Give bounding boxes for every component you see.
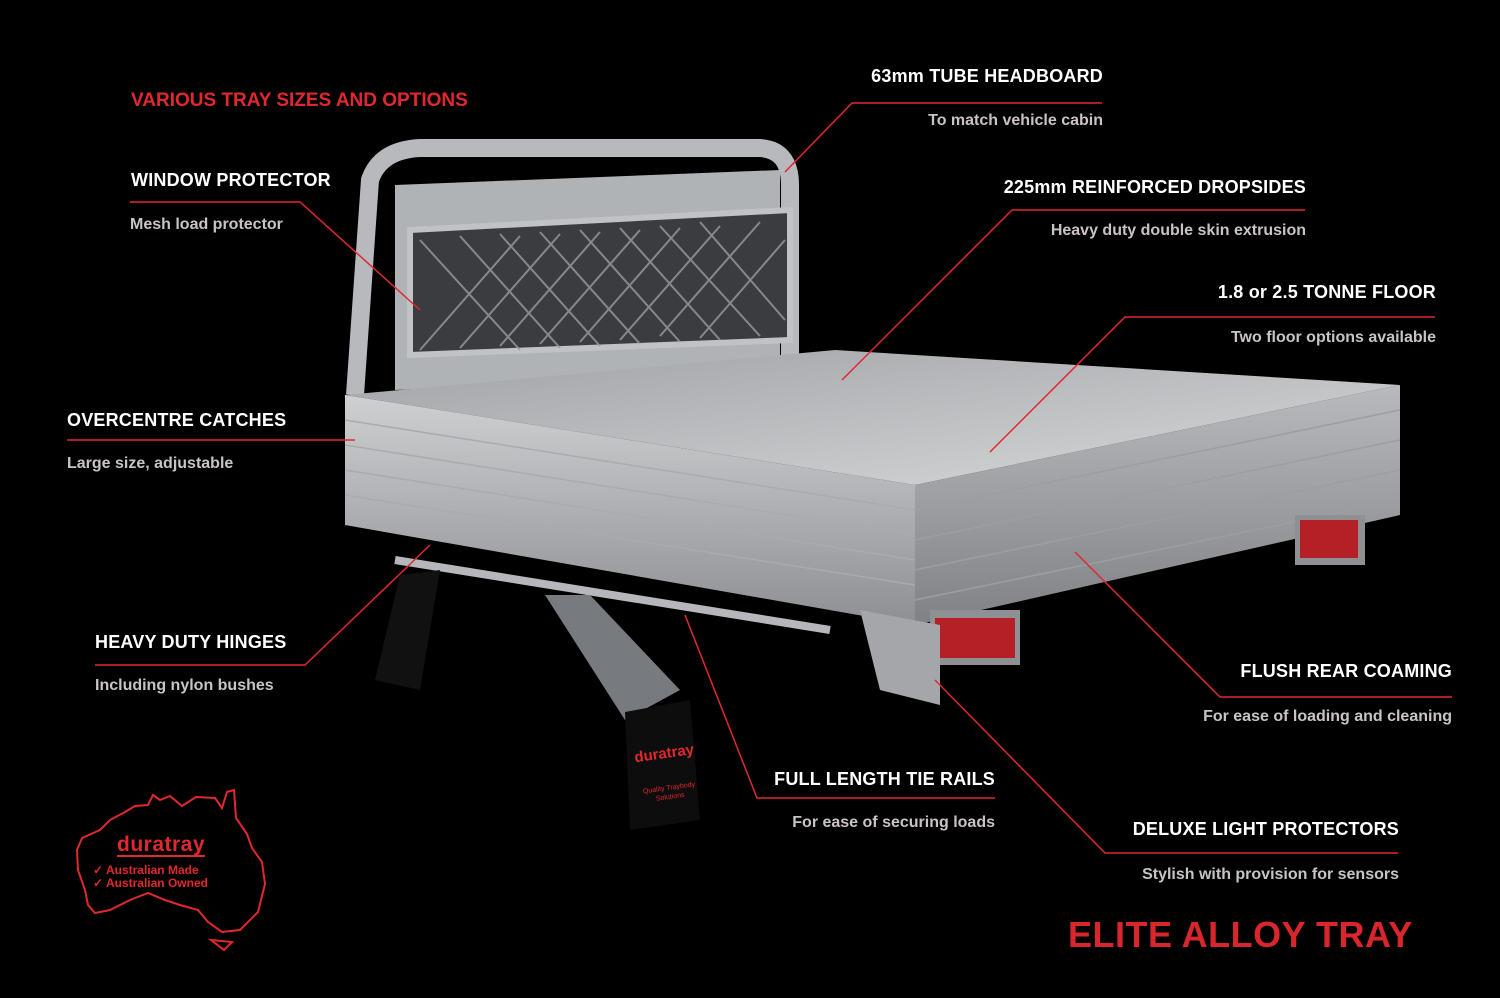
badge-line-made: Australian Made [105, 863, 199, 877]
badge-brand: duratray [117, 833, 206, 857]
feature-window-protector: WINDOW PROTECTOR Mesh load protector [130, 170, 331, 234]
feature-subtitle: Large size, adjustable [67, 455, 234, 472]
feature-rear-coaming: FLUSH REAR COAMING For ease of loading a… [1150, 661, 1452, 726]
leader-tie-rails [684, 614, 995, 799]
feature-floor: 1.8 or 2.5 TONNE FLOOR Two floor options… [1150, 282, 1436, 347]
feature-title: WINDOW PROTECTOR [131, 170, 331, 190]
feature-title: OVERCENTRE CATCHES [67, 410, 287, 430]
tagline: VARIOUS TRAY SIZES AND OPTIONS [131, 90, 468, 111]
feature-subtitle: Including nylon bushes [95, 677, 274, 694]
product-name: ELITE ALLOY TRAY [1068, 914, 1413, 955]
leader-floor [989, 316, 1435, 453]
leader-dropsides [841, 209, 1305, 381]
feature-title: 63mm TUBE HEADBOARD [871, 66, 1103, 86]
feature-subtitle: For ease of securing loads [792, 814, 995, 831]
leader-rear-coaming [1074, 551, 1452, 698]
feature-subtitle: Mesh load protector [130, 216, 283, 233]
leader-window-protector [130, 201, 421, 311]
feature-subtitle: Two floor options available [1230, 329, 1436, 346]
badge-lines: ✓ Australian Made ✓ Australian Owned [93, 864, 208, 890]
feature-subtitle: For ease of loading and cleaning [1203, 708, 1452, 725]
check-icon: ✓ [93, 863, 106, 877]
feature-title: FULL LENGTH TIE RAILS [774, 769, 995, 789]
feature-tie-rails: FULL LENGTH TIE RAILS For ease of securi… [740, 769, 995, 832]
feature-dropsides: 225mm REINFORCED DROPSIDES Heavy duty do… [990, 177, 1306, 240]
badge-brand-text: duratray [117, 833, 206, 857]
leader-hinges [95, 544, 431, 666]
feature-title: DELUXE LIGHT PROTECTORS [1132, 819, 1399, 839]
feature-hinges: HEAVY DUTY HINGES Including nylon bushes [95, 632, 286, 695]
feature-title: HEAVY DUTY HINGES [95, 632, 287, 652]
check-icon: ✓ [93, 876, 106, 890]
badge-line-owned: Australian Owned [105, 876, 208, 890]
feature-title: FLUSH REAR COAMING [1240, 661, 1452, 681]
feature-catches: OVERCENTRE CATCHES Large size, adjustabl… [67, 410, 286, 473]
feature-subtitle: Stylish with provision for sensors [1142, 866, 1399, 883]
leader-headboard [784, 102, 1102, 173]
feature-headboard: 63mm TUBE HEADBOARD To match vehicle cab… [850, 66, 1103, 130]
feature-title: 1.8 or 2.5 TONNE FLOOR [1217, 282, 1436, 302]
leader-light-protectors [934, 679, 1398, 854]
feature-subtitle: To match vehicle cabin [928, 112, 1103, 129]
feature-subtitle: Heavy duty double skin extrusion [1050, 222, 1306, 239]
feature-title: 225mm REINFORCED DROPSIDES [1003, 177, 1306, 197]
feature-light-protectors: DELUXE LIGHT PROTECTORS Stylish with pro… [1100, 819, 1399, 884]
